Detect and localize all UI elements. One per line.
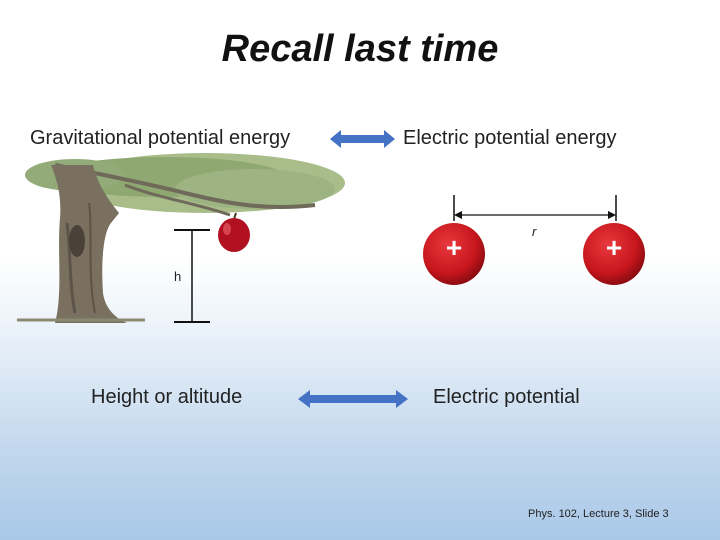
height-indicator bbox=[174, 229, 210, 323]
gravitational-pe-label: Gravitational potential energy bbox=[30, 127, 291, 149]
slide-title: Recall last time bbox=[221, 28, 499, 70]
electric-potential-label: Electric potential bbox=[433, 386, 580, 408]
distance-label: r bbox=[532, 224, 537, 239]
double-arrow-icon bbox=[330, 130, 395, 148]
height-label: h bbox=[174, 269, 182, 284]
charge-sphere-icon bbox=[423, 223, 485, 285]
double-arrow-icon bbox=[298, 390, 408, 408]
tree-icon bbox=[17, 153, 345, 323]
apple-icon bbox=[218, 212, 250, 252]
charge-symbol-left: + bbox=[445, 232, 463, 263]
charge-symbol-right: + bbox=[605, 232, 623, 263]
distance-indicator bbox=[453, 195, 617, 221]
charge-sphere-icon bbox=[583, 223, 645, 285]
slide-footer: Phys. 102, Lecture 3, Slide 3 bbox=[528, 508, 669, 520]
electric-pe-label: Electric potential energy bbox=[403, 127, 617, 149]
height-altitude-label: Height or altitude bbox=[91, 386, 243, 408]
